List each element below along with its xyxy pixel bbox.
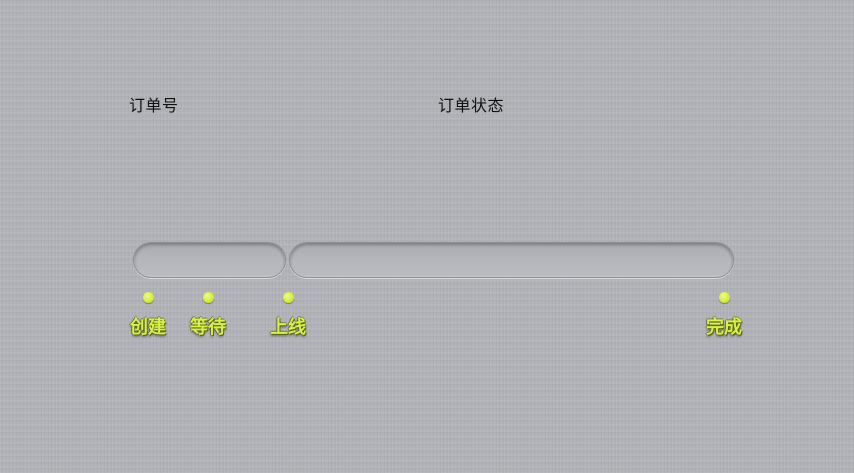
step-label: 完成 — [706, 317, 742, 338]
progress-step-online: 上线 — [258, 292, 318, 339]
step-label: 等待 — [190, 317, 226, 338]
order-number-label: 订单号 — [129, 96, 179, 115]
step-dot-icon — [718, 292, 730, 303]
progress-track-left — [133, 242, 286, 278]
progress-track-right — [289, 242, 734, 278]
progress-step-complete: 完成 — [694, 292, 754, 339]
progress-step-wait: 等待 — [178, 292, 238, 339]
step-label: 上线 — [270, 317, 306, 338]
step-dot-icon — [202, 292, 214, 303]
step-dot-icon — [142, 292, 154, 303]
step-label: 创建 — [130, 317, 166, 338]
order-status-label: 订单状态 — [438, 96, 505, 115]
progress-step-create: 创建 — [118, 292, 178, 339]
step-dot-icon — [282, 292, 294, 303]
